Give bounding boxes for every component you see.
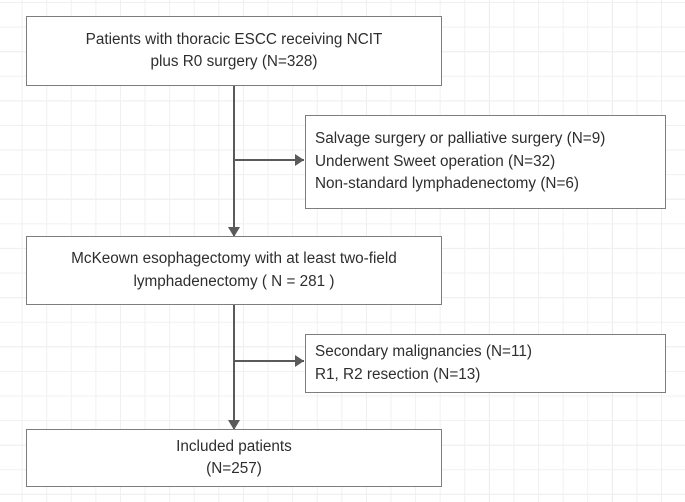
arrowhead-right-icon xyxy=(295,355,304,367)
arrowhead-down-icon xyxy=(227,420,240,430)
connector-cohort-to-mckeown xyxy=(233,86,235,236)
node-included: Included patients (N=257) xyxy=(26,429,442,487)
node-cohort-line-2: plus R0 surgery (N=328) xyxy=(150,53,318,70)
connector-mckeown-to-exclusion-2 xyxy=(233,360,304,362)
node-mckeown-line-2: lymphadenectomy ( N = 281 ) xyxy=(133,272,335,290)
node-exclusion-2-line-2: R1, R2 resection (N=13) xyxy=(315,365,481,383)
node-mckeown-line-1: McKeown esophagectomy with at least two-… xyxy=(71,250,397,268)
node-cohort: Patients with thoracic ESCC receiving NC… xyxy=(26,16,442,86)
connector-cohort-to-exclusion-1 xyxy=(233,159,304,161)
node-mckeown: McKeown esophagectomy with at least two-… xyxy=(26,236,442,305)
node-exclusion-1-line-1: Salvage surgery or palliative surgery (N… xyxy=(315,130,606,148)
node-included-line-2: (N=257) xyxy=(206,460,262,477)
node-cohort-line-1: Patients with thoracic ESCC receiving NC… xyxy=(85,30,383,48)
node-included-line-1: Included patients xyxy=(176,437,292,455)
node-exclusion-1: Salvage surgery or palliative surgery (N… xyxy=(305,115,666,209)
node-exclusion-1-line-2: Underwent Sweet operation (N=32) xyxy=(315,152,556,170)
arrowhead-right-icon xyxy=(295,154,304,166)
node-exclusion-1-line-3: Non-standard lymphadenectomy (N=6) xyxy=(315,175,579,193)
arrowhead-down-icon xyxy=(227,227,240,237)
node-exclusion-2-line-1: Secondary malignancies (N=11) xyxy=(315,343,532,361)
node-exclusion-2: Secondary malignancies (N=11) R1, R2 res… xyxy=(305,334,666,393)
connector-mckeown-to-included xyxy=(233,305,235,429)
